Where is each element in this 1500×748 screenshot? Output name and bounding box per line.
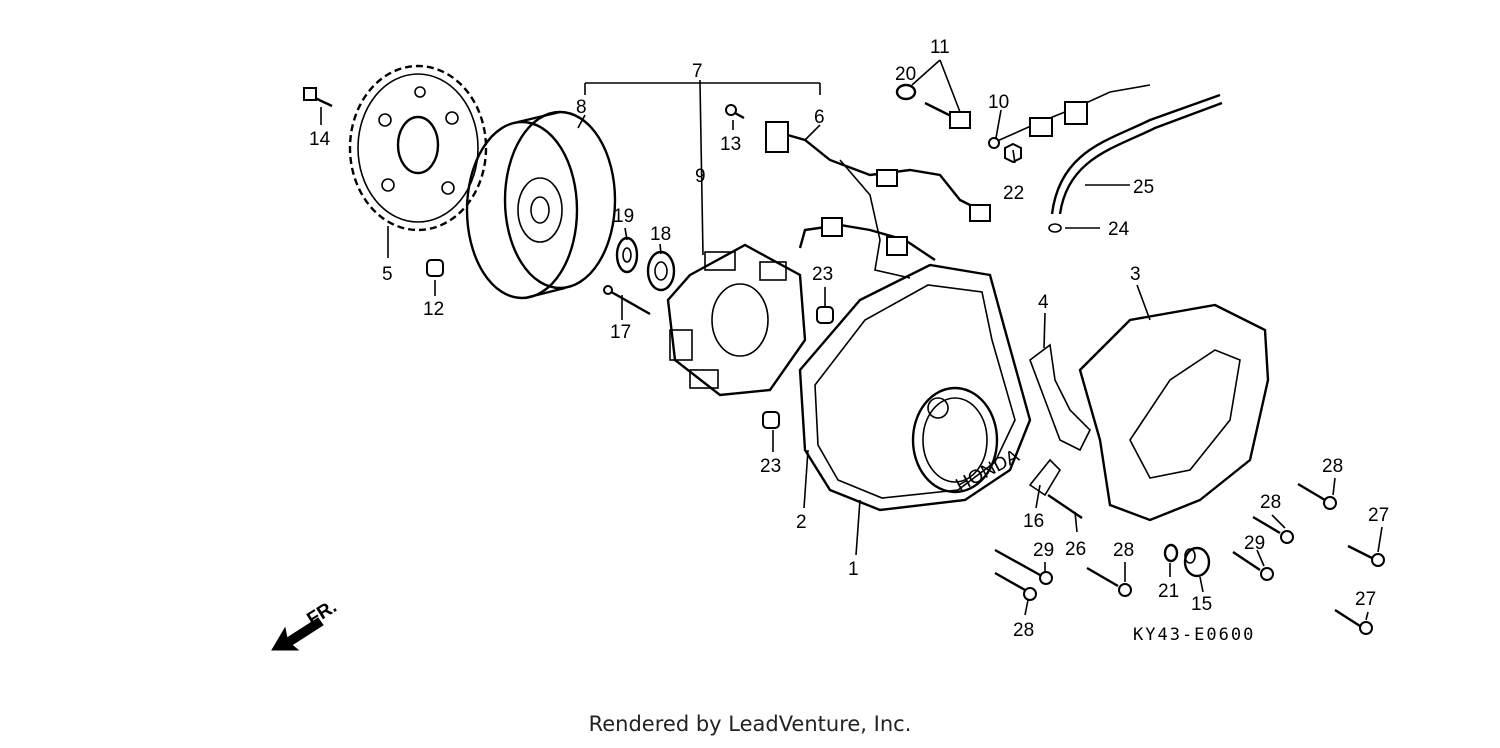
callout-3: 3 bbox=[1130, 264, 1141, 285]
small-bolts bbox=[303, 87, 745, 120]
diagram-code: KY43-E0600 bbox=[1133, 625, 1255, 645]
callout-29b: 29 bbox=[1244, 533, 1265, 554]
callout-6: 6 bbox=[814, 107, 825, 128]
callout-5: 5 bbox=[382, 264, 393, 285]
callout-18: 18 bbox=[650, 224, 671, 245]
cover-bolts bbox=[994, 482, 1385, 635]
callout-28a: 28 bbox=[1322, 456, 1343, 477]
flywheel-rotor bbox=[465, 110, 617, 300]
timing-plug bbox=[1163, 543, 1211, 578]
callout-28b: 28 bbox=[1260, 492, 1281, 513]
wire-harness bbox=[765, 121, 991, 279]
callout-20: 20 bbox=[895, 64, 916, 85]
callout-9: 9 bbox=[695, 166, 706, 187]
sprocket bbox=[348, 64, 488, 232]
switch-wire bbox=[988, 84, 1151, 164]
callout-17: 17 bbox=[610, 322, 631, 343]
callout-21: 21 bbox=[1158, 581, 1179, 602]
callout-2: 2 bbox=[796, 512, 807, 533]
callout-23b: 23 bbox=[760, 456, 781, 477]
callout-1: 1 bbox=[848, 559, 859, 580]
callout-22: 22 bbox=[1003, 183, 1024, 204]
callout-11: 11 bbox=[930, 37, 950, 58]
callout-7: 7 bbox=[692, 61, 703, 82]
callout-13: 13 bbox=[720, 134, 741, 155]
sprocket-cover bbox=[1078, 303, 1270, 522]
callout-24: 24 bbox=[1108, 219, 1130, 240]
callout-29a: 29 bbox=[1033, 540, 1054, 561]
callout-25: 25 bbox=[1133, 177, 1154, 198]
leader-lines bbox=[320, 59, 1383, 621]
stator-bolt bbox=[603, 285, 651, 316]
front-direction-arrow: FR. bbox=[271, 596, 341, 651]
neutral-switch bbox=[895, 83, 971, 129]
crankcase-cover: HONDA bbox=[798, 263, 1032, 512]
callout-23a: 23 bbox=[812, 264, 833, 285]
callout-28c: 28 bbox=[1113, 540, 1134, 561]
callout-19: 19 bbox=[613, 206, 634, 227]
cover-logo: HONDA bbox=[952, 446, 1023, 497]
callout-14: 14 bbox=[309, 129, 331, 150]
callout-8: 8 bbox=[576, 97, 587, 118]
bracket bbox=[1028, 343, 1091, 519]
washer-and-nut bbox=[615, 236, 676, 292]
callout-27a: 27 bbox=[1368, 505, 1389, 526]
callout-10: 10 bbox=[988, 92, 1009, 113]
callout-27b: 27 bbox=[1355, 589, 1376, 610]
callout-labels: 1 2 3 4 5 6 7 8 9 10 11 12 13 14 15 16 1… bbox=[309, 37, 1389, 645]
callout-12: 12 bbox=[423, 299, 444, 320]
stator-coil bbox=[666, 243, 807, 397]
footer-credit: Rendered by LeadVenture, Inc. bbox=[588, 712, 912, 736]
callout-4: 4 bbox=[1038, 292, 1049, 313]
callout-16: 16 bbox=[1023, 511, 1044, 532]
breather-hose bbox=[1048, 93, 1223, 233]
callout-15: 15 bbox=[1191, 594, 1212, 615]
callout-28d: 28 bbox=[1013, 620, 1034, 641]
callout-26: 26 bbox=[1065, 539, 1086, 560]
dowel-pins bbox=[426, 259, 834, 429]
